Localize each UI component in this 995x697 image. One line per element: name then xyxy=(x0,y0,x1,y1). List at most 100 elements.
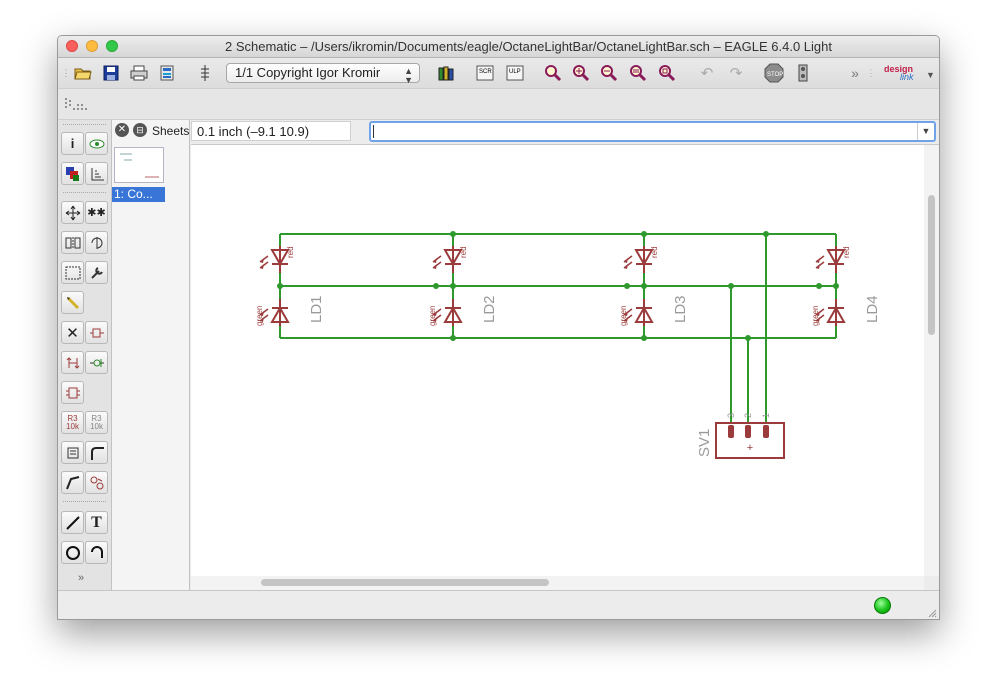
pin-label-2: 2 xyxy=(743,413,753,418)
grid-dots-icon[interactable] xyxy=(64,97,88,111)
led2-bottom-value: green xyxy=(428,306,437,326)
float-panel-icon[interactable]: ⊟ xyxy=(133,123,147,137)
change-icon[interactable] xyxy=(85,261,108,284)
led3-red-arrowhead-1 xyxy=(624,258,628,263)
zoom-window-button[interactable] xyxy=(106,40,118,52)
close-window-button[interactable] xyxy=(66,40,78,52)
go-icon[interactable] xyxy=(792,62,814,84)
led3-name: LD3 xyxy=(672,295,689,323)
paste-icon[interactable] xyxy=(61,291,84,314)
zoom-redraw-icon[interactable] xyxy=(627,62,649,84)
miter-icon[interactable] xyxy=(85,441,108,464)
stop-icon[interactable]: STOP xyxy=(763,62,785,84)
toolbar-grip-icon: ⋮ xyxy=(61,67,71,78)
save-icon[interactable] xyxy=(100,62,122,84)
led1-red-arrowhead-2 xyxy=(260,264,264,269)
junctions xyxy=(277,231,839,341)
led3-top-value: red xyxy=(650,246,659,258)
library-icon[interactable] xyxy=(436,62,458,84)
coordinate-bar: 0.1 inch (–9.1 10.9) ▼ xyxy=(191,120,939,145)
led2-green-arrowhead-1 xyxy=(433,311,437,316)
vertical-scroll-thumb[interactable] xyxy=(928,195,935,335)
ulp-icon[interactable]: ULP xyxy=(504,62,526,84)
sheet-list-item[interactable]: 1: Co... xyxy=(112,187,165,202)
led4-red-arrowhead-1 xyxy=(816,258,820,263)
zoom-out-icon[interactable] xyxy=(598,62,620,84)
sheets-panel: ✕ ⊟ Sheets 1: Co... xyxy=(112,120,190,590)
status-indicator-icon xyxy=(874,597,891,614)
print-icon[interactable] xyxy=(128,62,150,84)
led3-green-arrowhead-1 xyxy=(624,311,628,316)
minimize-window-button[interactable] xyxy=(86,40,98,52)
led2-red-arrowhead-2 xyxy=(433,264,437,269)
led2-top-value: red xyxy=(459,246,468,258)
invoke-icon[interactable] xyxy=(85,471,108,494)
rotate-icon[interactable] xyxy=(85,231,108,254)
redo-icon[interactable]: ↷ xyxy=(729,65,743,82)
resize-grip-icon[interactable] xyxy=(927,608,937,618)
mark-icon[interactable] xyxy=(85,162,108,185)
coordinate-display: 0.1 inch (–9.1 10.9) xyxy=(191,121,351,141)
connector-sv1[interactable]: + SV1 3 2 1 xyxy=(696,413,785,459)
circle-icon[interactable] xyxy=(61,541,84,564)
horizontal-scroll-thumb[interactable] xyxy=(261,579,549,586)
add-icon[interactable] xyxy=(85,321,108,344)
design-link-logo-icon: design xyxy=(884,64,914,74)
info-icon[interactable]: i xyxy=(61,132,84,155)
eye-icon[interactable] xyxy=(85,132,108,155)
sheet-select[interactable]: 1/1 Copyright Igor Kromir ▲▼ xyxy=(226,63,420,85)
close-panel-icon[interactable]: ✕ xyxy=(115,123,129,137)
cam-processor-icon[interactable] xyxy=(156,62,178,84)
more-tools-chevron-icon[interactable]: » xyxy=(78,572,85,584)
zoom-in-icon[interactable] xyxy=(570,62,592,84)
delete-icon[interactable]: ✕ xyxy=(61,321,84,344)
zoom-select-icon[interactable] xyxy=(656,62,678,84)
led3-red-arrowhead-2 xyxy=(624,264,628,269)
connector-name: SV1 xyxy=(696,429,713,457)
text-icon[interactable]: T xyxy=(85,511,108,534)
script-icon[interactable]: SCR xyxy=(474,62,496,84)
led4-name: LD4 xyxy=(864,295,881,323)
led1-top-value: red xyxy=(286,246,295,258)
led4-red-arrowhead-2 xyxy=(816,264,820,269)
led1-green-arrowhead-1 xyxy=(260,311,264,316)
split-icon[interactable] xyxy=(61,471,84,494)
updown-arrows-icon: ▲▼ xyxy=(404,66,413,85)
replace-icon[interactable] xyxy=(61,381,84,404)
vertical-scrollbar[interactable] xyxy=(924,145,939,576)
smash-icon[interactable] xyxy=(61,441,84,464)
gateswap-icon[interactable] xyxy=(85,351,108,374)
wire-icon[interactable] xyxy=(61,511,84,534)
zoom-fit-icon[interactable] xyxy=(542,62,564,84)
window-title: 2 Schematic – /Users/ikromin/Documents/e… xyxy=(225,39,832,54)
group-icon[interactable] xyxy=(61,261,84,284)
horizontal-scrollbar[interactable] xyxy=(191,576,924,590)
led3-green-arrowhead-2 xyxy=(624,317,628,322)
board-switch-icon[interactable] xyxy=(194,62,216,84)
pin-label-1: 1 xyxy=(761,413,771,418)
led1-name: LD1 xyxy=(308,295,325,323)
pinswap-icon[interactable] xyxy=(61,351,84,374)
command-line-input[interactable]: ▼ xyxy=(369,121,936,142)
mirror-icon[interactable] xyxy=(61,231,84,254)
svg-text:STOP: STOP xyxy=(767,72,783,78)
led1-red-arrowhead-1 xyxy=(260,258,264,263)
layer-display-icon[interactable] xyxy=(61,162,84,185)
move-icon[interactable] xyxy=(61,201,84,224)
design-link-button[interactable]: design link ▼ xyxy=(882,64,935,84)
copy-icon[interactable]: ✱✱ xyxy=(85,201,108,224)
arc-icon[interactable] xyxy=(85,541,108,564)
sheet-select-value: 1/1 Copyright Igor Kromir xyxy=(235,65,381,80)
sheet-thumbnail[interactable] xyxy=(114,147,164,183)
led4-bottom-value: green xyxy=(811,306,820,326)
overflow-chevron-icon[interactable]: » xyxy=(851,65,859,81)
undo-icon[interactable]: ↶ xyxy=(700,65,714,82)
command-history-dropdown-icon[interactable]: ▼ xyxy=(917,123,934,140)
open-icon[interactable] xyxy=(72,62,94,84)
svg-text:ULP: ULP xyxy=(509,69,521,75)
